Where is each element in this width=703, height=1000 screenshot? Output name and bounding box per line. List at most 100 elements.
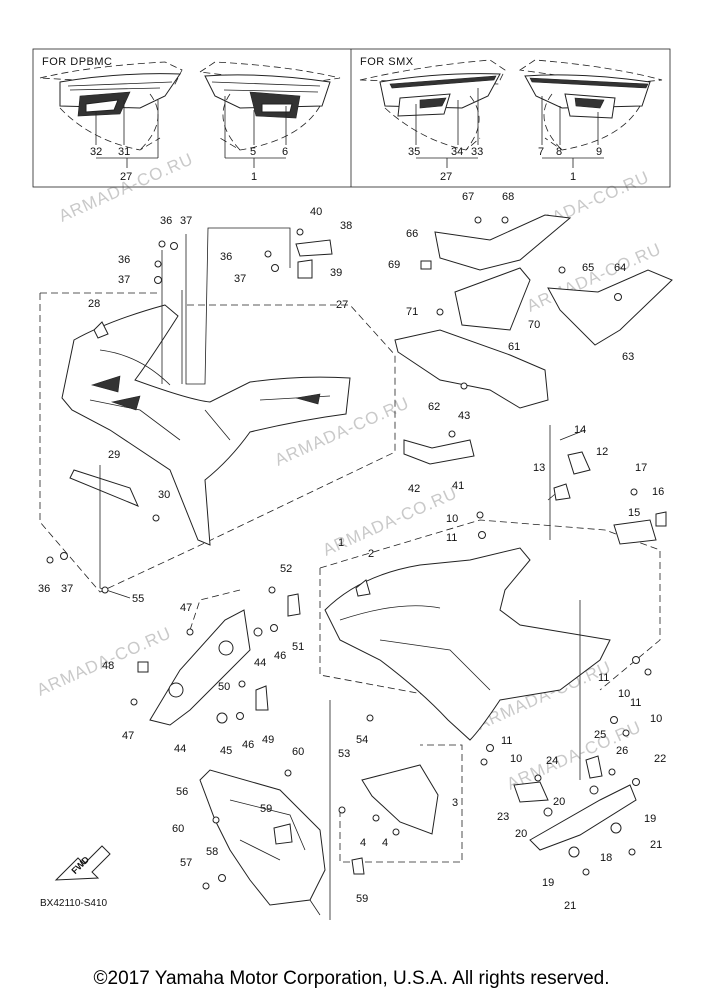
label-19: 19	[644, 813, 656, 825]
label-11: 11	[598, 672, 609, 684]
callouts: 36 37 36 37 28 27 40 38 36 37 39 29 30 3…	[38, 191, 666, 912]
label-61: 61	[508, 341, 520, 353]
fwd-arrow-icon	[54, 845, 111, 881]
part-59	[273, 823, 293, 845]
label-21: 21	[564, 900, 576, 912]
part-16	[655, 511, 667, 527]
part-58	[218, 874, 226, 882]
part-18	[529, 784, 637, 851]
label-27: 27	[120, 171, 132, 183]
inset-cowl-27-dpbmc	[39, 61, 183, 151]
label-16: 16	[652, 486, 664, 498]
part-40	[296, 228, 304, 236]
part-56	[199, 769, 326, 906]
right-cowl-details	[339, 605, 491, 691]
part-14	[567, 451, 591, 475]
label-15: 15	[628, 507, 640, 519]
inset-cowl-1-smx	[518, 59, 663, 151]
label-14: 14	[574, 424, 586, 436]
part-67	[474, 216, 482, 224]
bracket-66	[434, 214, 572, 271]
label-1: 1	[338, 537, 344, 549]
upper-right-brackets	[394, 214, 673, 465]
label-10: 10	[618, 688, 630, 700]
label-30: 30	[158, 489, 170, 501]
inset-title-smx: FOR SMX	[360, 56, 414, 68]
bracket-70	[454, 267, 531, 331]
part-28	[93, 321, 109, 339]
label-50: 50	[218, 681, 230, 693]
part-55	[101, 586, 109, 594]
label-8: 8	[556, 146, 562, 158]
diagram-code: BX42110-S410	[40, 898, 108, 909]
label-23: 23	[497, 811, 509, 823]
part-23	[513, 781, 549, 803]
part-37	[170, 242, 178, 250]
part-65	[558, 266, 566, 274]
part-45	[216, 712, 228, 724]
label-19: 19	[542, 877, 554, 889]
middle-left-group	[130, 586, 301, 726]
inset-title-dpbmc: FOR DPBMC	[42, 56, 113, 68]
part-17	[630, 488, 638, 496]
label-10: 10	[446, 513, 458, 525]
label-37: 37	[234, 273, 246, 285]
label-67: 67	[462, 191, 474, 203]
label-18: 18	[600, 852, 612, 864]
part-11	[632, 656, 640, 664]
inset-leaders-27-smx	[415, 88, 479, 168]
label-20: 20	[553, 796, 565, 808]
part-46	[236, 712, 244, 720]
label-55: 55	[132, 593, 144, 605]
label-70: 70	[528, 319, 540, 331]
part-10	[480, 758, 488, 766]
part-37	[154, 276, 162, 284]
label-7: 7	[538, 146, 544, 158]
label-53: 53	[338, 748, 350, 760]
part-48	[137, 661, 149, 673]
label-35: 35	[408, 146, 420, 158]
part-57	[202, 882, 210, 890]
label-54: 54	[356, 734, 368, 746]
label-46: 46	[242, 739, 254, 751]
label-37: 37	[180, 215, 192, 227]
lower-right-group	[513, 600, 640, 876]
label-27: 27	[440, 171, 452, 183]
label-13: 13	[533, 462, 545, 474]
part-47	[130, 698, 138, 706]
label-63: 63	[622, 351, 634, 363]
part-24	[534, 774, 542, 782]
part-51	[287, 593, 301, 617]
part-21	[628, 848, 636, 856]
part-4	[392, 828, 400, 836]
left-group-boundary	[39, 292, 396, 593]
inset-cowl-27-smx	[359, 59, 506, 151]
label-36: 36	[220, 251, 232, 263]
inset-leaders-1	[224, 96, 287, 168]
label-4: 4	[382, 837, 388, 849]
left-cowl-vents	[90, 375, 321, 411]
label-10: 10	[510, 753, 522, 765]
part-19	[568, 846, 580, 858]
part-20	[589, 785, 599, 795]
part-3	[361, 764, 439, 835]
label-40: 40	[310, 206, 322, 218]
part-19	[610, 822, 622, 834]
part-37	[60, 552, 68, 560]
label-29: 29	[108, 449, 120, 461]
part-69	[420, 260, 432, 270]
part-11	[478, 531, 486, 539]
left-cowl-assembly	[39, 227, 396, 599]
label-3: 3	[452, 797, 458, 809]
right-cowl-assembly	[319, 425, 667, 863]
label-33: 33	[471, 146, 483, 158]
part-21	[582, 868, 590, 876]
part-36	[158, 240, 166, 248]
label-59: 59	[356, 893, 368, 905]
label-41: 41	[452, 480, 464, 492]
label-71: 71	[406, 306, 418, 318]
part-25	[585, 755, 603, 779]
part-36	[264, 250, 272, 258]
part-36	[46, 556, 54, 564]
label-38: 38	[340, 220, 352, 232]
